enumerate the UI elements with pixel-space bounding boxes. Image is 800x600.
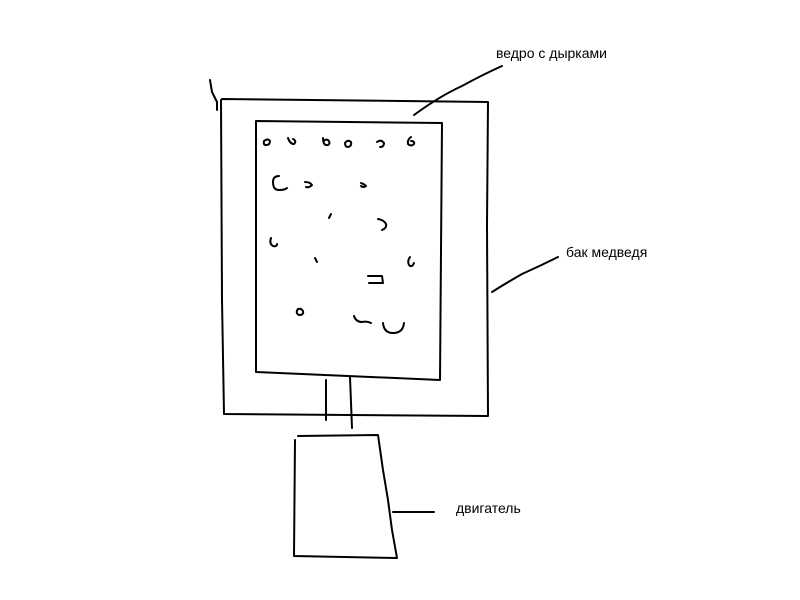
bucket-label: ведро с дырками (496, 45, 607, 61)
tank-leader-line (491, 256, 559, 293)
hole (353, 315, 372, 324)
hole (272, 175, 288, 191)
bucket-with-holes (255, 120, 443, 381)
engine-outline (293, 434, 398, 559)
tank-outline (220, 98, 489, 417)
tank-label: бак медведя (566, 244, 647, 260)
hole (406, 136, 416, 147)
hole (295, 307, 305, 316)
hole (269, 237, 278, 248)
engine-label: двигатель (456, 500, 521, 516)
hole (377, 218, 388, 231)
hole (407, 256, 415, 268)
bucket-outline (255, 120, 443, 381)
drive-shaft (325, 376, 353, 429)
hole (322, 137, 331, 147)
hole (344, 139, 353, 148)
shaft-line-right (349, 376, 353, 429)
tank-left-tail (209, 79, 218, 111)
bucket-holes (262, 136, 416, 334)
hole (367, 275, 384, 284)
hole (304, 181, 313, 189)
hole (382, 322, 405, 334)
bear-tank (209, 79, 489, 417)
hole (287, 137, 297, 145)
hole (314, 257, 318, 263)
engine (293, 434, 398, 559)
hole (376, 139, 385, 148)
hole (262, 138, 271, 146)
hole (328, 213, 332, 219)
hole (360, 182, 367, 188)
bucket-leader-line (413, 65, 503, 116)
